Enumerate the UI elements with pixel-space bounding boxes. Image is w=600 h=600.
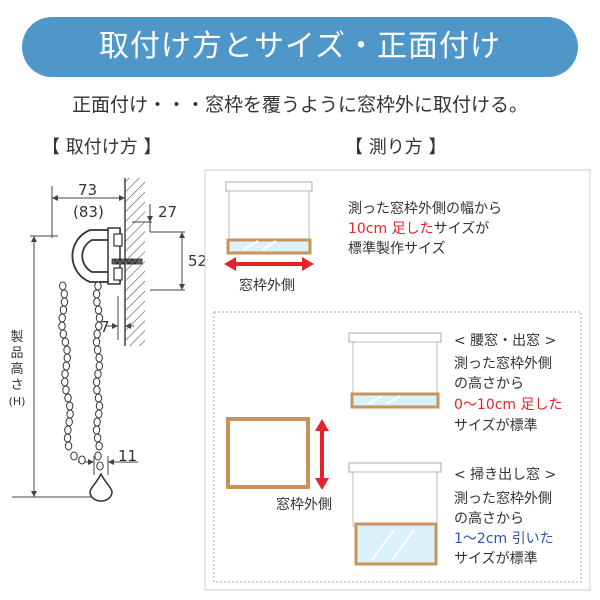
waist-line3-highlight: 0〜10cm 足した <box>454 397 563 413</box>
waist-blind-figure <box>348 332 442 409</box>
headrail-bracket <box>71 229 121 283</box>
chain-bead <box>64 441 73 451</box>
height-label-char: (H) <box>8 395 26 408</box>
sweep-line4: サイズが標準 <box>454 551 538 567</box>
sweep-line2: の高さから <box>454 511 524 527</box>
chain-bead <box>64 393 72 403</box>
sweep-heading: < 掃き出し窓 > <box>454 467 557 483</box>
bead-chain <box>58 281 104 471</box>
height-panel-border <box>213 311 582 583</box>
width-text-highlight: 10cm 足した <box>348 221 434 237</box>
dim-width: 73 <box>78 181 98 199</box>
chain-bead <box>96 461 104 471</box>
dim-mount: 52 <box>188 252 208 270</box>
frame-label: 窓枠外側 <box>276 497 332 513</box>
width-text-rest: サイズが <box>433 221 490 237</box>
sweep-line1: 測った窓枠外側 <box>454 491 552 507</box>
dim-gap: 7 <box>100 318 110 336</box>
height-label-char: 品 <box>10 346 24 361</box>
measure-panel-border <box>204 169 591 591</box>
chain-bead <box>62 385 70 395</box>
height-label-char: 高 <box>10 362 24 377</box>
waist-line4: サイズが標準 <box>454 418 538 434</box>
width-blind-figure <box>225 181 313 255</box>
dim-width-alt: (83) <box>73 203 104 221</box>
width-label: 窓枠外側 <box>239 278 295 294</box>
sweep-blind-figure <box>348 462 442 566</box>
window-frame <box>226 417 310 489</box>
chain-weight <box>89 472 113 502</box>
chain-bead <box>70 451 78 461</box>
dim-weight: 11 <box>118 447 138 465</box>
section-measure-heading: 【 測り方 】 <box>345 137 447 158</box>
waist-heading: < 腰窓・出窓 > <box>454 333 557 349</box>
screw <box>111 258 143 265</box>
height-label-char: 製 <box>10 330 24 345</box>
section-install-heading: 【 取付け方 】 <box>42 137 162 158</box>
dim-top: 27 <box>158 203 178 221</box>
title-banner: 取付け方とサイズ・正面付け <box>22 17 578 77</box>
chain-bead <box>78 455 86 465</box>
waist-line2: の高さから <box>454 376 524 392</box>
waist-line1: 測った窓枠外側 <box>454 356 552 372</box>
sweep-line3-highlight: 1〜2cm 引いた <box>454 531 554 547</box>
width-text-line3: 標準製作サイズ <box>348 241 446 257</box>
chain-bead <box>94 451 102 461</box>
chain-bead <box>95 441 103 451</box>
subtitle: 正面付け・・・窓枠を覆うように窓枠外に取付ける。 <box>71 94 528 116</box>
height-label: 製 品 高 さ (H) <box>6 330 28 410</box>
width-text-line2: 10cm 足したサイズが <box>348 220 489 239</box>
chain-bead <box>59 329 67 339</box>
width-text-line1: 測った窓枠外側の幅から <box>348 201 502 217</box>
height-label-char: さ <box>10 378 24 393</box>
